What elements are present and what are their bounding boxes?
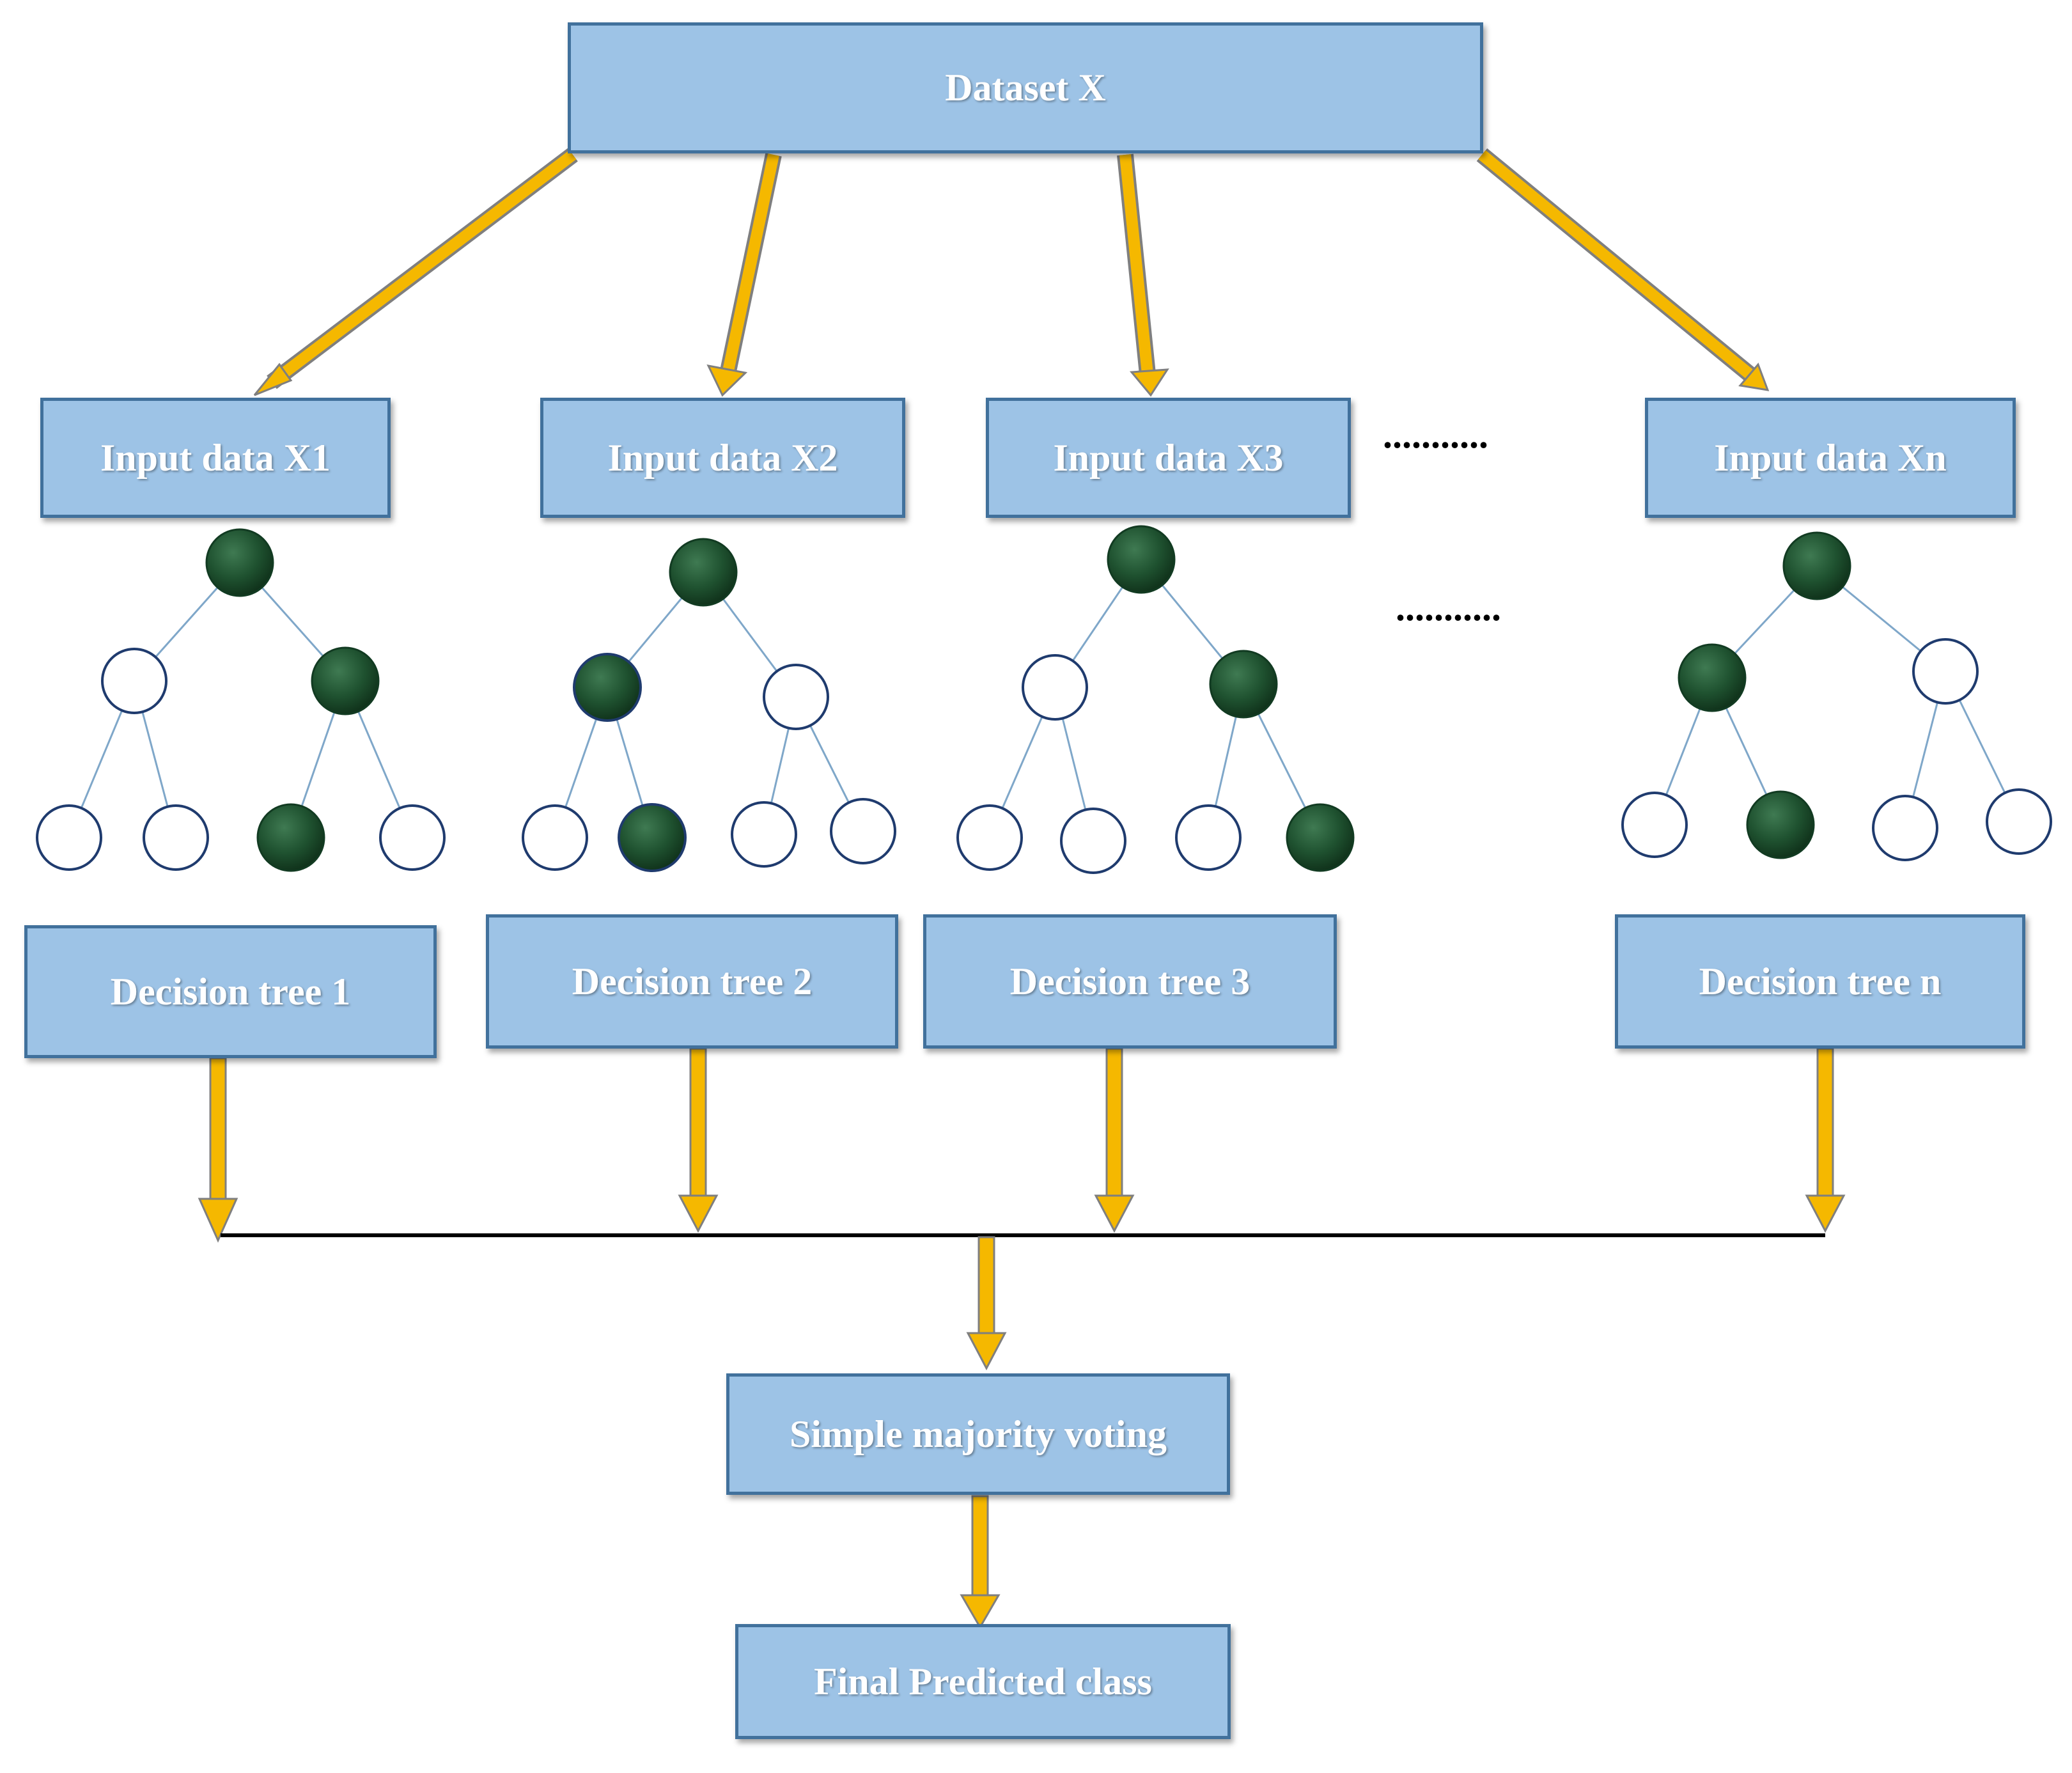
tree-3-graphic — [956, 525, 1355, 874]
arrow-down-tree-2 — [678, 1047, 719, 1233]
arrow-down-tree-3 — [1094, 1047, 1135, 1233]
tree-label: Decision tree 1 — [110, 970, 351, 1013]
dataset-label: Dataset X — [945, 66, 1106, 109]
tree-box-n: Decision tree n — [1615, 914, 2025, 1049]
tree-node-empty — [731, 801, 797, 868]
tree-node-empty — [956, 804, 1023, 871]
input-label: Input data X1 — [100, 436, 331, 479]
tree-node-filled — [669, 538, 738, 607]
dataset-box: Dataset X — [568, 22, 1483, 153]
final-box: Final Predicted class — [735, 1624, 1231, 1739]
tree-to-collector-arrows — [198, 1047, 1846, 1243]
tree-node-empty — [1872, 795, 1938, 861]
tree-node-filled — [573, 653, 642, 722]
input-label: Input data Xn — [1714, 436, 1947, 479]
ellipsis-top: ........... — [1383, 414, 1488, 456]
tree-2-graphic — [522, 538, 896, 872]
tree-node-empty — [830, 798, 896, 864]
tree-node-filled — [1107, 525, 1176, 594]
input-label: Input data X2 — [607, 436, 838, 479]
tree-node-filled — [256, 803, 325, 872]
input-box-x2: Input data X2 — [540, 398, 905, 518]
arrow-down-tree-n — [1805, 1047, 1846, 1233]
arrow-to-input-x2 — [706, 153, 782, 397]
input-label: Input data X3 — [1053, 436, 1284, 479]
tree-node-empty — [101, 648, 167, 714]
tree-node-filled — [311, 646, 380, 715]
arrow-to-voting — [966, 1236, 1007, 1371]
tree-n-graphic — [1621, 531, 2052, 861]
tree-box-2: Decision tree 2 — [486, 914, 898, 1049]
arrow-to-final — [960, 1495, 1001, 1629]
tree-label: Decision tree 3 — [1009, 960, 1250, 1003]
tree-node-filled — [618, 803, 687, 872]
voting-box: Simple majority voting — [726, 1373, 1230, 1495]
tree-label: Decision tree 2 — [572, 960, 813, 1003]
arrow-to-input-x1 — [253, 148, 578, 396]
tree-1-graphic — [36, 528, 446, 872]
tree-node-empty — [1175, 804, 1242, 871]
tree-node-filled — [1678, 643, 1747, 712]
tree-node-empty — [143, 804, 209, 871]
tree-node-empty — [1621, 792, 1688, 858]
ellipsis-dots: ........... ........... — [1383, 414, 1501, 629]
arrow-to-input-xn — [1476, 148, 1770, 391]
tree-node-filled — [1209, 650, 1278, 719]
final-label: Final Predicted class — [814, 1660, 1152, 1703]
tree-node-empty — [1912, 638, 1979, 705]
ellipsis-middle: ........... — [1396, 586, 1501, 629]
tree-node-filled — [1286, 803, 1355, 872]
tree-node-empty — [36, 804, 102, 871]
tree-node-filled — [205, 528, 274, 597]
tree-box-1: Decision tree 1 — [24, 925, 437, 1058]
tree-node-filled — [1746, 790, 1815, 859]
tree-node-empty — [1022, 654, 1088, 721]
tree-node-filled — [1782, 531, 1851, 600]
tree-node-empty — [1060, 808, 1126, 874]
input-box-x1: Input data X1 — [40, 398, 391, 518]
tree-label: Decision tree n — [1699, 960, 1942, 1003]
arrow-down-tree-1 — [198, 1057, 238, 1243]
tree-box-3: Decision tree 3 — [923, 914, 1337, 1049]
tree-node-empty — [1986, 788, 2052, 855]
arrow-to-input-x3 — [1117, 153, 1169, 397]
voting-label: Simple majority voting — [790, 1412, 1167, 1455]
tree-node-empty — [379, 804, 446, 871]
tree-node-empty — [522, 804, 588, 871]
input-box-x3: Input data X3 — [986, 398, 1351, 518]
dataset-to-inputs-arrows — [253, 148, 1770, 397]
input-box-xn: Input data Xn — [1645, 398, 2016, 518]
tree-node-empty — [763, 664, 829, 730]
